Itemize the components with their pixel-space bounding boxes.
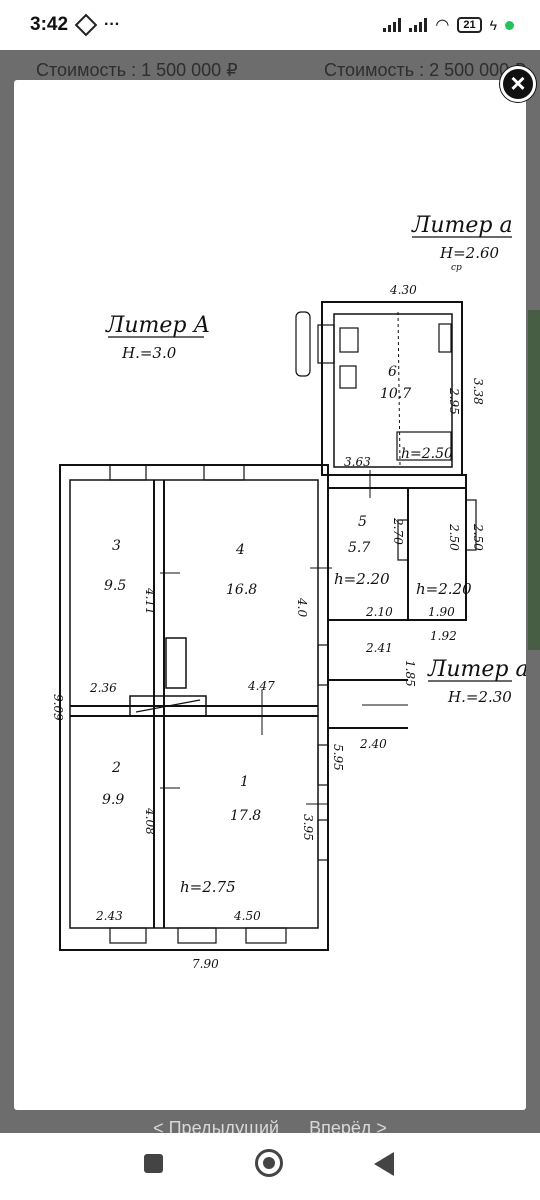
- system-navigation-bar: [0, 1133, 540, 1200]
- room2-number: 2: [111, 760, 121, 776]
- image-modal: Литер А H.=3.0 Литер а H=2.60 ср Литер а…: [14, 80, 526, 1110]
- room6-number: 6: [388, 364, 397, 380]
- room5-height: h=2.20: [334, 570, 390, 588]
- room5-area: 5.7: [348, 540, 370, 556]
- dim-408: 4.08: [143, 807, 157, 835]
- dim-185: 1.85: [403, 660, 417, 687]
- dim-295: 2.95: [447, 387, 461, 415]
- dim-430: 4.30: [389, 283, 417, 297]
- room1-area: 17.8: [230, 808, 261, 824]
- liter-right-label: Литер а: [427, 657, 526, 682]
- dim-236: 2.36: [89, 681, 117, 695]
- room1-number: 1: [240, 774, 249, 790]
- dim-243: 2.43: [95, 909, 123, 923]
- floor-plan-image: Литер А H.=3.0 Литер а H=2.60 ср Литер а…: [51, 213, 526, 971]
- height-top-label: H=2.60: [439, 244, 500, 262]
- background-photo: [528, 310, 540, 650]
- room6-height: h=2.50: [401, 446, 453, 462]
- wifi-icon: ◠: [435, 17, 450, 34]
- status-time: 3:42: [30, 14, 69, 35]
- room5-number: 5: [358, 514, 367, 530]
- close-button[interactable]: ×: [500, 66, 536, 102]
- room6-area: 10.7: [380, 386, 411, 402]
- home-icon[interactable]: [255, 1149, 283, 1177]
- status-bar: 3:42 ··· ◠ 21 ϟ: [0, 0, 540, 50]
- height-right-label: H.=2.30: [447, 688, 512, 706]
- dim-450: 4.50: [233, 909, 261, 923]
- price-right: Стоимость : 2 500 000 ₽: [324, 60, 526, 80]
- recent-apps-icon[interactable]: [144, 1154, 163, 1173]
- battery-icon: 21: [457, 17, 482, 33]
- signal-icon-1: [383, 18, 402, 32]
- dim-190: 1.90: [428, 605, 455, 619]
- dim-411: 4.11: [143, 587, 157, 615]
- signal-icon-2: [409, 18, 428, 32]
- room2-area: 9.9: [102, 792, 124, 808]
- height-top-sub: ср: [451, 263, 462, 273]
- dim-250a: 2.50: [447, 523, 461, 551]
- dim-338: 3.38: [471, 378, 485, 405]
- status-dot-icon: [505, 20, 514, 30]
- height-main-label: H.=3.0: [121, 344, 177, 362]
- dim-192: 1.92: [430, 629, 457, 643]
- dim-595: 5.95: [331, 744, 345, 771]
- battery-level: 21: [463, 19, 476, 31]
- room3-area: 9.5: [104, 578, 126, 594]
- dim-363: 3.63: [344, 455, 371, 469]
- room1-height: h=2.75: [180, 878, 236, 896]
- dim-40: 4.0: [295, 597, 309, 617]
- room7-height: h=2.20: [416, 580, 472, 598]
- room3-number: 3: [112, 538, 121, 554]
- dim-210: 2.10: [365, 605, 393, 619]
- more-notifications-icon: ···: [104, 16, 121, 33]
- dim-790: 7.90: [192, 957, 219, 971]
- dim-240: 2.40: [359, 737, 387, 751]
- dim-270: 2.70: [391, 517, 405, 545]
- dim-250b: 2.50: [471, 523, 485, 551]
- app-notification-icon: [74, 13, 98, 37]
- liter-top-label: Литер а: [411, 213, 513, 238]
- charging-icon: ϟ: [489, 17, 497, 33]
- liter-main-label: Литер А: [105, 313, 210, 338]
- dim-241: 2.41: [365, 641, 393, 655]
- dim-395: 3.95: [301, 814, 315, 841]
- dim-447: 4.47: [247, 679, 275, 693]
- room4-number: 4: [235, 542, 245, 558]
- price-left: Стоимость : 1 500 000 ₽: [36, 60, 238, 80]
- back-icon[interactable]: [374, 1152, 394, 1176]
- room4-area: 16.8: [226, 582, 257, 598]
- dim-909: 9.09: [51, 694, 65, 721]
